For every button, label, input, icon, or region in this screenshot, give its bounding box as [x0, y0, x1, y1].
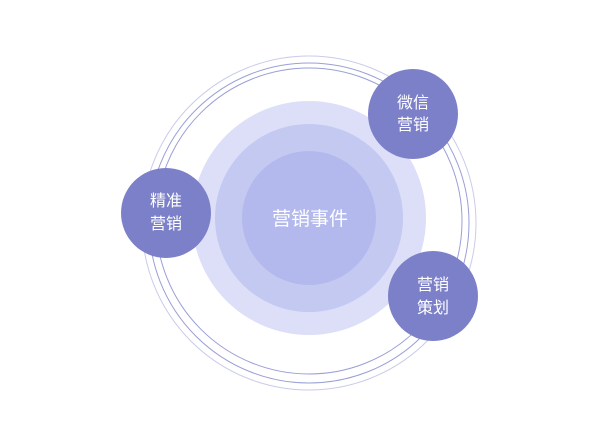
- node-label-line-2: 策划: [417, 298, 449, 317]
- node-label-line-2: 营销: [397, 115, 429, 134]
- center-label: 营销事件: [272, 208, 348, 230]
- node-label-line-1: 精准: [150, 191, 182, 210]
- node-label-line-1: 营销: [417, 275, 449, 294]
- node-circle: [368, 69, 458, 159]
- node-label-line-1: 微信: [397, 93, 429, 112]
- node-wechat-marketing: 微信 营销: [368, 69, 458, 159]
- node-label-line-2: 营销: [150, 214, 182, 233]
- node-circle: [121, 168, 211, 258]
- node-precision-marketing: 精准 营销: [121, 168, 211, 258]
- node-planning-marketing: 营销 策划: [388, 251, 478, 341]
- center-ring-inner: [242, 151, 376, 285]
- node-circle: [388, 251, 478, 341]
